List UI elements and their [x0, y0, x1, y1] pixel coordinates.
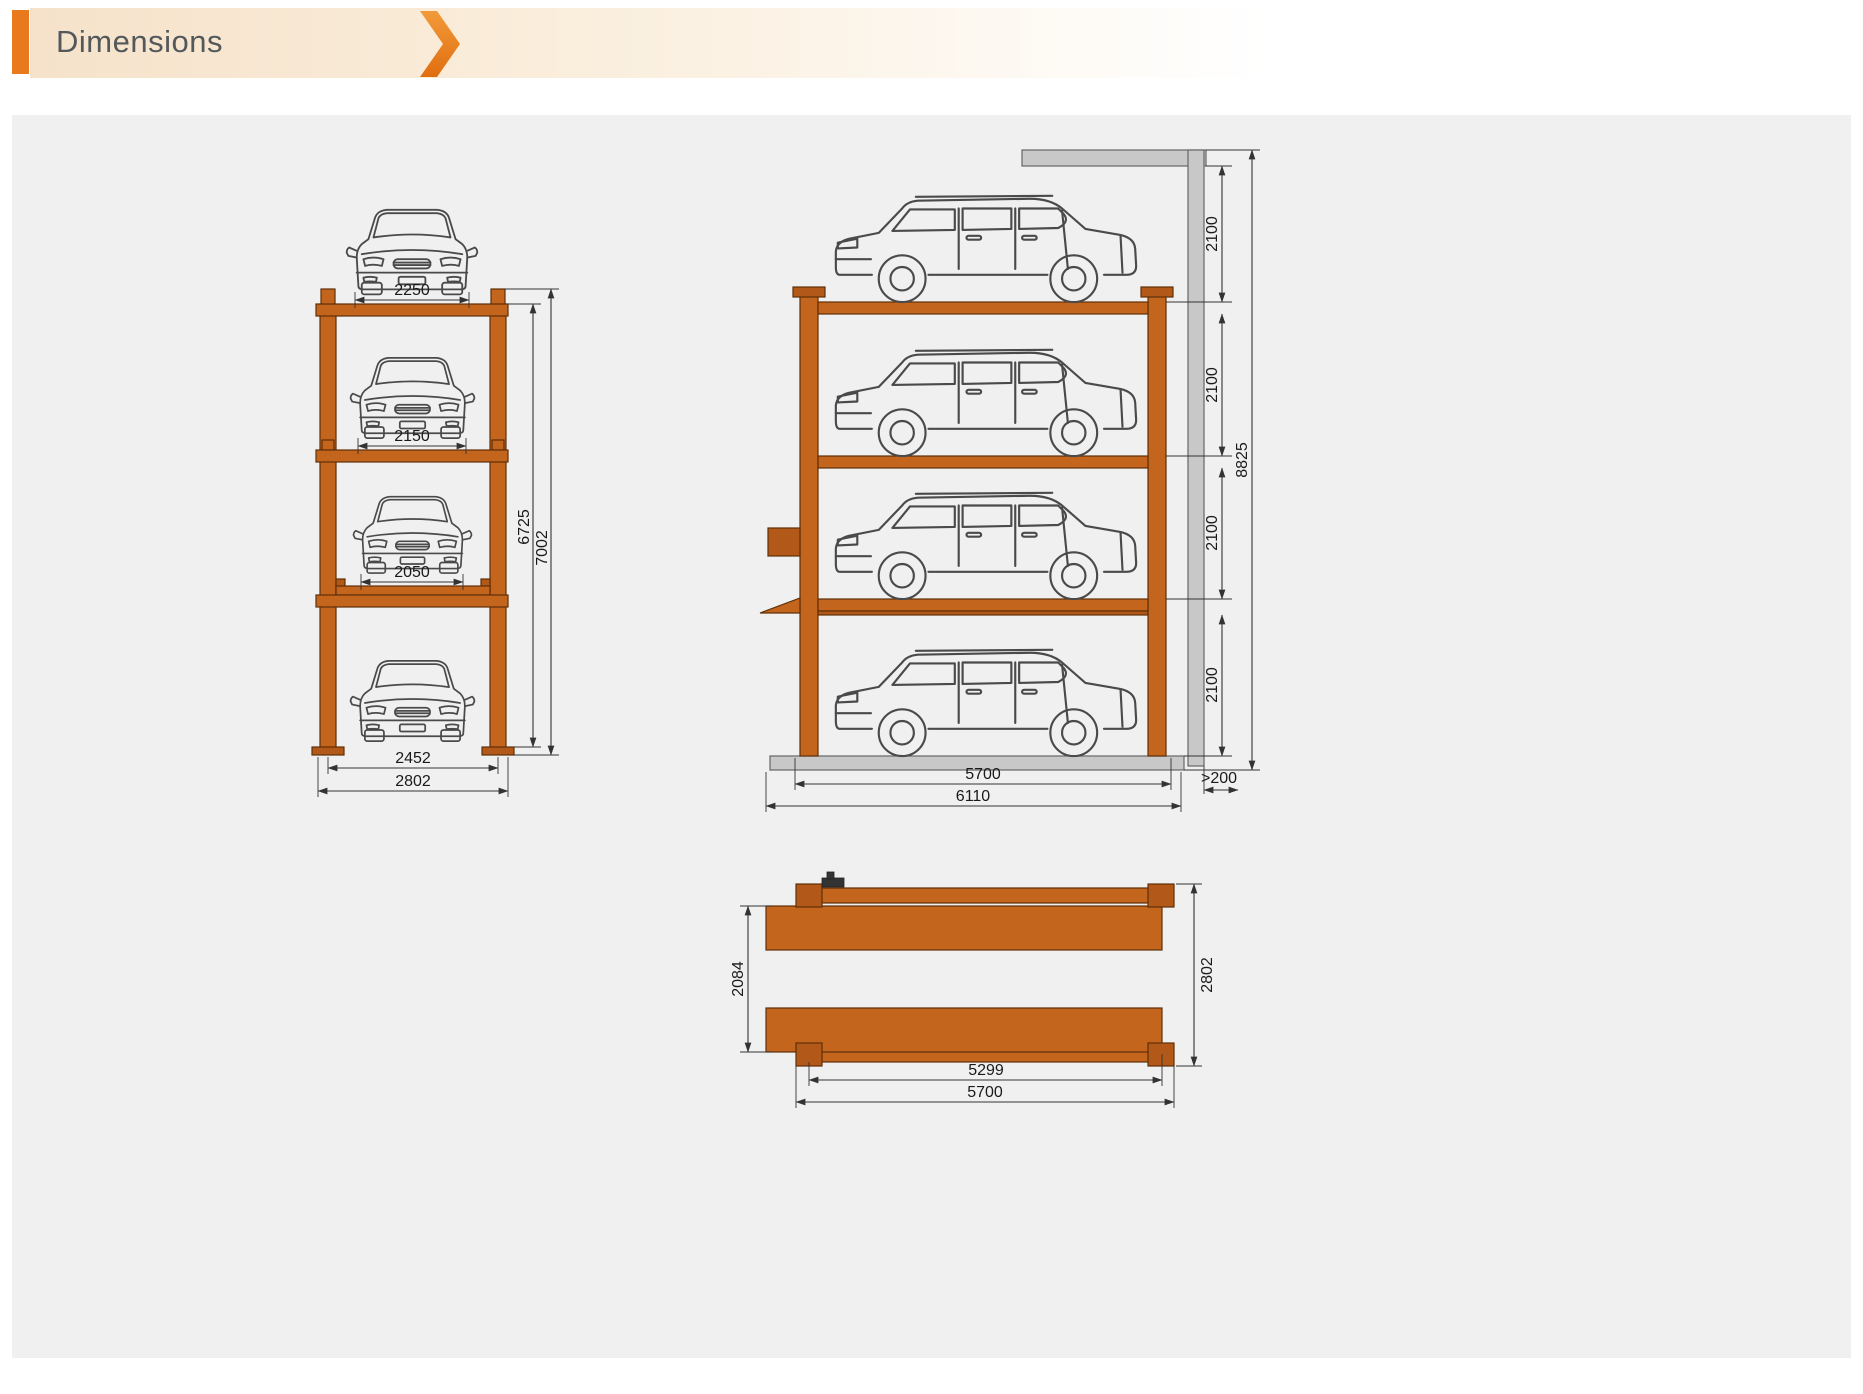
car-side-level-4: [834, 648, 1138, 758]
diagram-panel: [12, 115, 1851, 1358]
side-view-drawing: 2100 2100 2100 2100 8825 5700 6110 >200: [759, 149, 1260, 812]
dim-label-2084: 2084: [730, 961, 747, 997]
car-front-level-4: [349, 659, 476, 743]
dim-label-2100-2: 2100: [1204, 367, 1221, 403]
dim-label-2100-1: 2100: [1204, 216, 1221, 252]
dimension-total-length: 6110: [765, 772, 1182, 812]
dimension-structure-height: 6725: [508, 303, 541, 748]
dimension-total-length-plan: 5700: [795, 1066, 1175, 1108]
dimension-lower-platform-width: 2050: [360, 564, 464, 590]
car-front-level-2: [349, 356, 476, 440]
dim-label-2100-4: 2100: [1204, 667, 1221, 703]
dimension-track-span: 2084: [730, 905, 772, 1053]
dimension-platform-length: 5700: [794, 758, 1172, 790]
dimension-level-clearances: 2100 2100 2100 2100: [1166, 165, 1232, 757]
dimension-top-platform-width: 2250: [354, 282, 470, 308]
dim-label-8825: 8825: [1234, 442, 1251, 478]
dim-label-2802-front: 2802: [395, 773, 431, 790]
building-structure: [769, 149, 1207, 771]
lift-structure-side: [759, 286, 1174, 757]
platform-frame-plan: [765, 871, 1175, 1067]
dim-label-2802-plan: 2802: [1199, 957, 1216, 993]
dimension-total-width-front: 2802: [317, 757, 509, 797]
dimension-wall-clearance: >200: [1201, 766, 1239, 794]
chevron-right-icon: [420, 11, 460, 77]
page-title: Dimensions: [56, 24, 223, 59]
dim-label-7002: 7002: [534, 530, 551, 566]
dim-label-2452: 2452: [395, 750, 431, 767]
header-accent-bar: [12, 10, 29, 74]
dimension-total-height-side: 8825: [1184, 149, 1260, 771]
car-front-level-3: [352, 495, 473, 575]
dimension-inner-width: 2452: [327, 750, 499, 774]
car-side-level-2: [834, 348, 1138, 458]
front-view-drawing: 2250 2150 2050 6725 7002 2452 2802: [311, 208, 559, 797]
dimension-total-width-plan: 2802: [1176, 883, 1216, 1067]
dim-label-2250: 2250: [394, 282, 430, 299]
dimension-mid-platform-width: 2150: [357, 428, 467, 454]
dim-label-5700-side: 5700: [965, 766, 1001, 783]
lift-structure-front: [311, 288, 515, 756]
dim-label-6725: 6725: [516, 509, 533, 545]
car-side-level-1: [834, 194, 1138, 304]
dim-label-2100-3: 2100: [1204, 515, 1221, 551]
car-side-level-3: [834, 491, 1138, 601]
dim-label-5700-plan: 5700: [967, 1084, 1003, 1101]
dim-label-gt200: >200: [1201, 770, 1237, 787]
dim-label-5299: 5299: [968, 1062, 1004, 1079]
dimension-usable-length: 5299: [808, 1054, 1163, 1086]
plan-view-drawing: 2084 2802 5299 5700: [730, 871, 1216, 1108]
dim-label-2050: 2050: [394, 564, 430, 581]
dim-label-2150: 2150: [394, 428, 430, 445]
header-band: [30, 8, 1845, 78]
dim-label-6110: 6110: [956, 788, 991, 805]
dimension-total-height-front: 7002: [505, 288, 559, 756]
